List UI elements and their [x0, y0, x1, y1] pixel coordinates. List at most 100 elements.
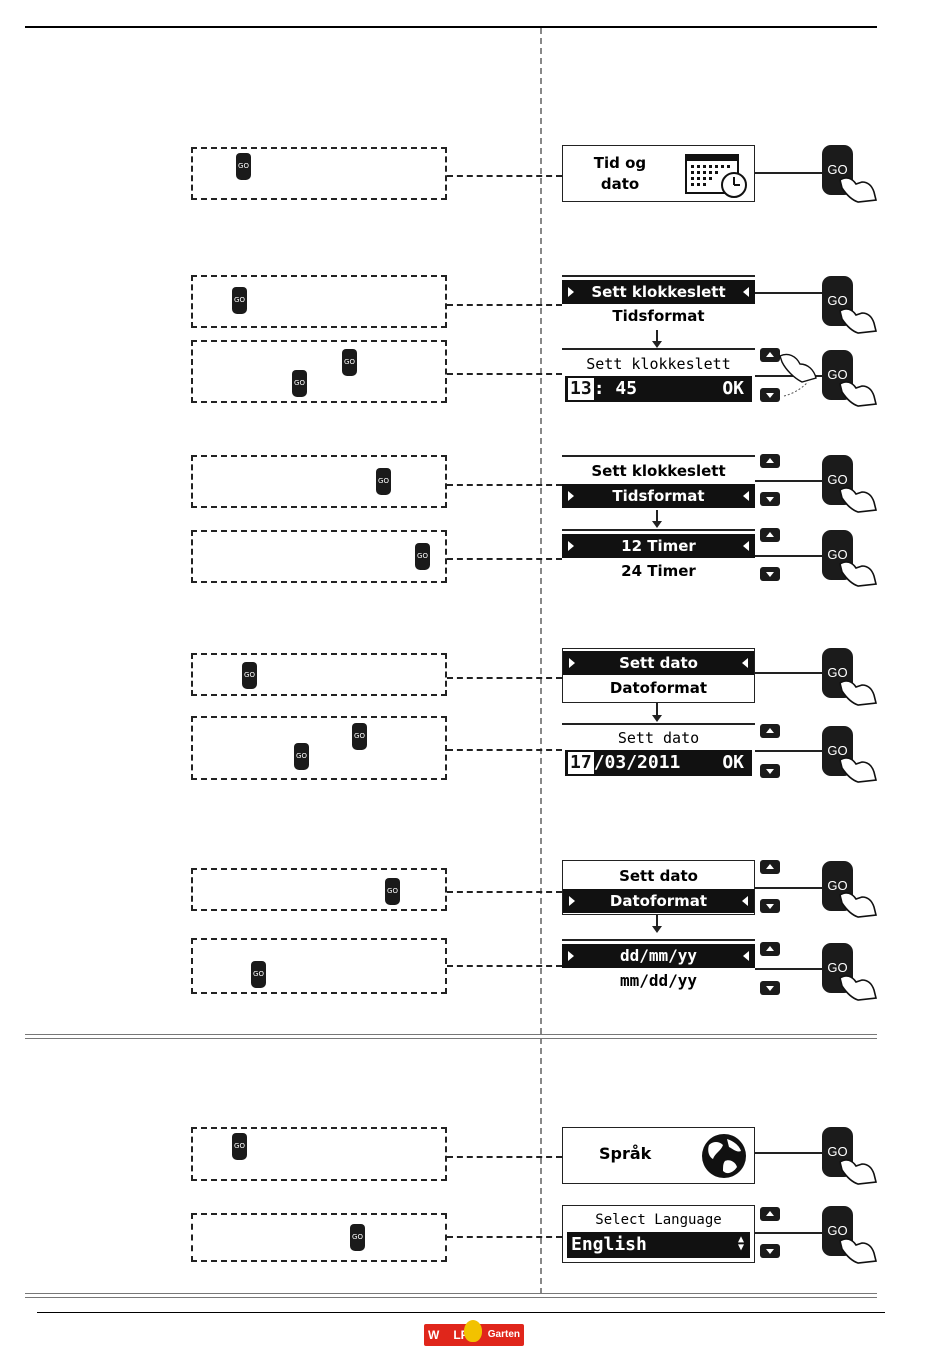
connector-line: [447, 965, 562, 967]
button-line: [755, 750, 822, 752]
button-line: [755, 555, 822, 557]
button-line: [755, 292, 822, 294]
menu-row: Datoformat: [609, 679, 708, 697]
down-arrow-button[interactable]: [760, 388, 780, 402]
go-key-icon: GO: [292, 370, 307, 397]
hand-press-icon: [839, 975, 877, 1001]
lcd-sprak: Språk: [562, 1127, 755, 1184]
menu-row-selected: Sett klokkeslett: [562, 280, 755, 304]
connector-line: [447, 373, 562, 375]
connector-line: [447, 558, 562, 560]
language-value: English: [571, 1234, 647, 1255]
go-key-icon: GO: [294, 743, 309, 770]
button-line: [755, 1232, 822, 1234]
go-button[interactable]: GO: [822, 726, 853, 776]
go-button[interactable]: GO: [822, 1206, 853, 1256]
down-arrow-button[interactable]: [760, 492, 780, 506]
button-line: [755, 480, 822, 482]
menu-row: Tidsformat: [612, 307, 705, 325]
down-arrow-button[interactable]: [760, 1244, 780, 1258]
menu-row-selected: dd/mm/yy: [562, 944, 755, 968]
down-arrow-button[interactable]: [760, 764, 780, 778]
menu-row-selected: Sett dato: [563, 651, 754, 675]
lcd-line: Tid og: [593, 154, 647, 172]
date-edit-field[interactable]: 17/03/2011 OK: [565, 750, 752, 776]
up-arrow-button[interactable]: [760, 1207, 780, 1221]
lcd-datoformat-options: dd/mm/yy mm/dd/yy: [562, 939, 755, 994]
instruction-box-4: GO: [191, 455, 447, 508]
connector-line: [447, 484, 562, 486]
flow-arrow: [652, 703, 662, 722]
up-arrow-button[interactable]: [760, 348, 780, 362]
instruction-box-6: GO: [191, 653, 447, 696]
lcd-tid-og-dato: Tid og dato: [562, 145, 755, 202]
lcd-line: Språk: [599, 1144, 652, 1163]
lcd-tidsformat-options: 12 Timer 24 Timer: [562, 529, 755, 584]
instruction-box-5: GO: [191, 530, 447, 583]
lcd-menu-tidsformat: Sett klokkeslett Tidsformat: [562, 455, 755, 510]
go-key-icon: GO: [232, 287, 247, 314]
go-key-icon: GO: [236, 153, 251, 180]
globe-icon: [702, 1134, 746, 1178]
lcd-edit-klokkeslett: Sett klokkeslett 13: 45 OK: [562, 348, 755, 403]
lcd-edit-dato: Sett dato 17/03/2011 OK: [562, 723, 755, 778]
hand-press-icon: [839, 757, 877, 783]
connector-line: [447, 749, 562, 751]
time-edit-field[interactable]: 13: 45 OK: [565, 376, 752, 402]
screen-title: Sett dato: [617, 729, 700, 747]
button-line: [755, 672, 822, 674]
go-key-icon: GO: [385, 878, 400, 905]
logo-text: Garten: [487, 1329, 520, 1340]
lcd-line: dato: [600, 175, 640, 193]
bottom-rule: [25, 1293, 877, 1298]
up-arrow-button[interactable]: [760, 860, 780, 874]
time-value: : 45: [593, 378, 638, 399]
edit-cursor: 13: [568, 378, 594, 400]
hand-press-icon: [839, 381, 877, 407]
down-arrow-button[interactable]: [760, 899, 780, 913]
language-select[interactable]: English ▲▼: [567, 1232, 750, 1258]
instruction-box-11: GO: [191, 1213, 447, 1262]
menu-row: mm/dd/yy: [619, 971, 698, 990]
instruction-box-8: GO: [191, 868, 447, 911]
connector-line: [447, 175, 562, 177]
column-divider: [540, 28, 542, 1294]
up-arrow-button[interactable]: [760, 724, 780, 738]
up-arrow-button[interactable]: [760, 528, 780, 542]
wolf-head-icon: [464, 1320, 482, 1342]
lcd-menu-datoformat: Sett dato Datoformat: [562, 860, 755, 915]
calendar-clock-icon: [685, 154, 747, 198]
hand-press-icon: [839, 561, 877, 587]
instruction-box-10: GO: [191, 1127, 447, 1181]
up-arrow-button[interactable]: [760, 454, 780, 468]
menu-row: Sett dato: [619, 867, 698, 885]
lcd-menu-klokkeslett: Sett klokkeslett Tidsformat: [562, 275, 755, 330]
down-arrow-button[interactable]: [760, 981, 780, 995]
menu-row: 24 Timer: [621, 562, 696, 580]
flow-arrow: [652, 510, 662, 528]
connector-line: [447, 1236, 562, 1238]
button-line: [755, 1152, 822, 1154]
connector-line: [447, 677, 562, 679]
button-line: [755, 887, 822, 889]
hand-press-icon: [839, 487, 877, 513]
down-arrow-button[interactable]: [760, 567, 780, 581]
menu-row: Sett klokkeslett: [591, 462, 726, 480]
button-line: [755, 375, 822, 377]
up-arrow-button[interactable]: [760, 942, 780, 956]
instruction-box-7: GO GO: [191, 716, 447, 780]
menu-row-selected: Tidsformat: [562, 484, 755, 508]
go-key-icon: GO: [232, 1133, 247, 1160]
screen-title: Select Language: [595, 1212, 722, 1228]
go-key-icon: GO: [242, 662, 257, 689]
edit-cursor: 17: [568, 752, 594, 774]
date-value: /03/2011: [593, 752, 681, 773]
button-line: [755, 968, 822, 970]
lcd-menu-dato: Sett dato Datoformat: [562, 648, 755, 703]
hand-press-icon: [839, 308, 877, 334]
hand-press-icon: [839, 177, 877, 203]
hand-press-icon: [839, 1159, 877, 1185]
instruction-box-2: GO: [191, 275, 447, 328]
menu-row-selected: 12 Timer: [562, 534, 755, 558]
